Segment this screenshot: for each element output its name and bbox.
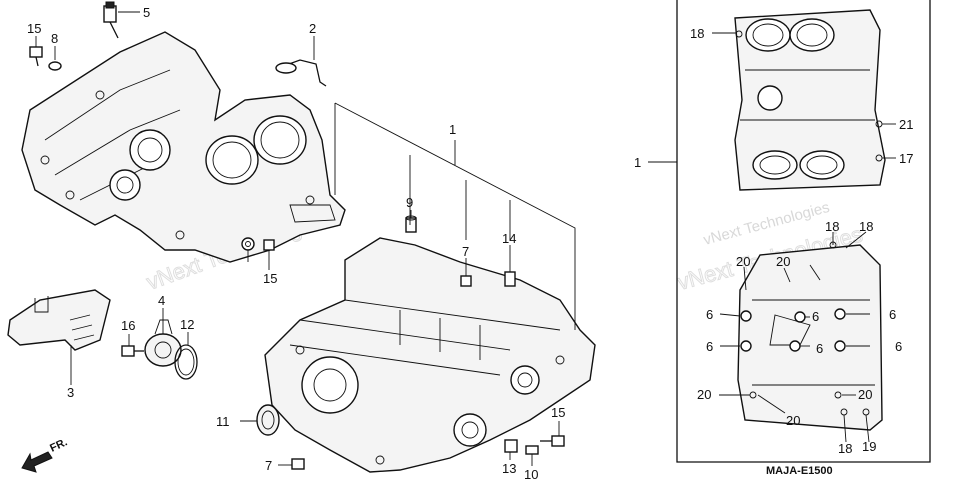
inset-upper-case	[734, 9, 886, 191]
callout-6: 6	[889, 307, 896, 322]
upper-crankcase	[21, 31, 346, 263]
callout-15: 15	[263, 271, 277, 286]
callout-3: 3	[67, 385, 74, 400]
callout-7: 7	[462, 244, 469, 259]
part-15-bolt-mid	[263, 239, 275, 251]
callout-17: 17	[899, 151, 913, 166]
part-11-oil-seal	[256, 404, 280, 436]
part-16-bolt	[121, 345, 144, 357]
callout-1: 1	[449, 122, 456, 137]
part-12-o-ring	[174, 344, 198, 380]
part-10-orifice	[525, 445, 539, 455]
diagram-code: MAJA-E1500	[766, 465, 833, 477]
part-3-breather-plate	[7, 289, 111, 351]
callout-12: 12	[180, 317, 194, 332]
callout-20: 20	[858, 387, 872, 402]
callout-15: 15	[27, 21, 41, 36]
callout-18: 18	[859, 219, 873, 234]
callout-15: 15	[551, 405, 565, 420]
part-5-oil-pressure-switch	[103, 1, 119, 39]
part-15-bolt-lower	[540, 435, 565, 447]
callout-5: 5	[143, 5, 150, 20]
callout-10: 10	[524, 467, 538, 482]
callout-14: 14	[502, 231, 516, 246]
callout-6: 6	[706, 307, 713, 322]
part-14-dowel-pin	[504, 271, 516, 287]
part-7-bolt-upper	[460, 275, 472, 287]
callout-18: 18	[690, 26, 704, 41]
inset-frame	[676, 0, 931, 463]
callout-1: 1	[634, 155, 641, 170]
callout-20: 20	[736, 254, 750, 269]
part-8-washer-mid	[241, 237, 255, 251]
callout-18: 18	[825, 219, 839, 234]
front-direction-arrow: FR.	[21, 436, 69, 473]
callout-7: 7	[265, 458, 272, 473]
callout-20: 20	[697, 387, 711, 402]
part-9-dowel-pin	[405, 215, 417, 233]
callout-21: 21	[899, 117, 913, 132]
callout-18: 18	[838, 441, 852, 456]
callout-2: 2	[309, 21, 316, 36]
callout-6: 6	[895, 339, 902, 354]
callout-11: 11	[216, 414, 230, 429]
callout-13: 13	[502, 461, 516, 476]
part-15-bolt-upper	[29, 46, 43, 67]
callout-16: 16	[121, 318, 135, 333]
leader-lines	[35, 11, 896, 466]
callout-6: 6	[812, 309, 819, 324]
callout-4: 4	[158, 293, 165, 308]
callout-9: 9	[406, 195, 413, 210]
callout-6: 6	[706, 339, 713, 354]
callout-20: 20	[776, 254, 790, 269]
front-direction-label: FR.	[48, 436, 69, 454]
part-2-bracket	[275, 59, 327, 87]
callout-8: 8	[51, 31, 58, 46]
callout-6: 6	[816, 341, 823, 356]
callout-20: 20	[786, 413, 800, 428]
part-8-washer-upper	[48, 61, 62, 71]
lower-crankcase	[264, 237, 596, 473]
callout-19: 19	[862, 439, 876, 454]
part-7-bolt-lower	[291, 458, 305, 470]
part-13-plug	[504, 439, 518, 453]
callout-labels: 1 1 2 3 4 5 6 6 6 6 6 6 7 7 8 9 10 11 12…	[27, 5, 913, 482]
